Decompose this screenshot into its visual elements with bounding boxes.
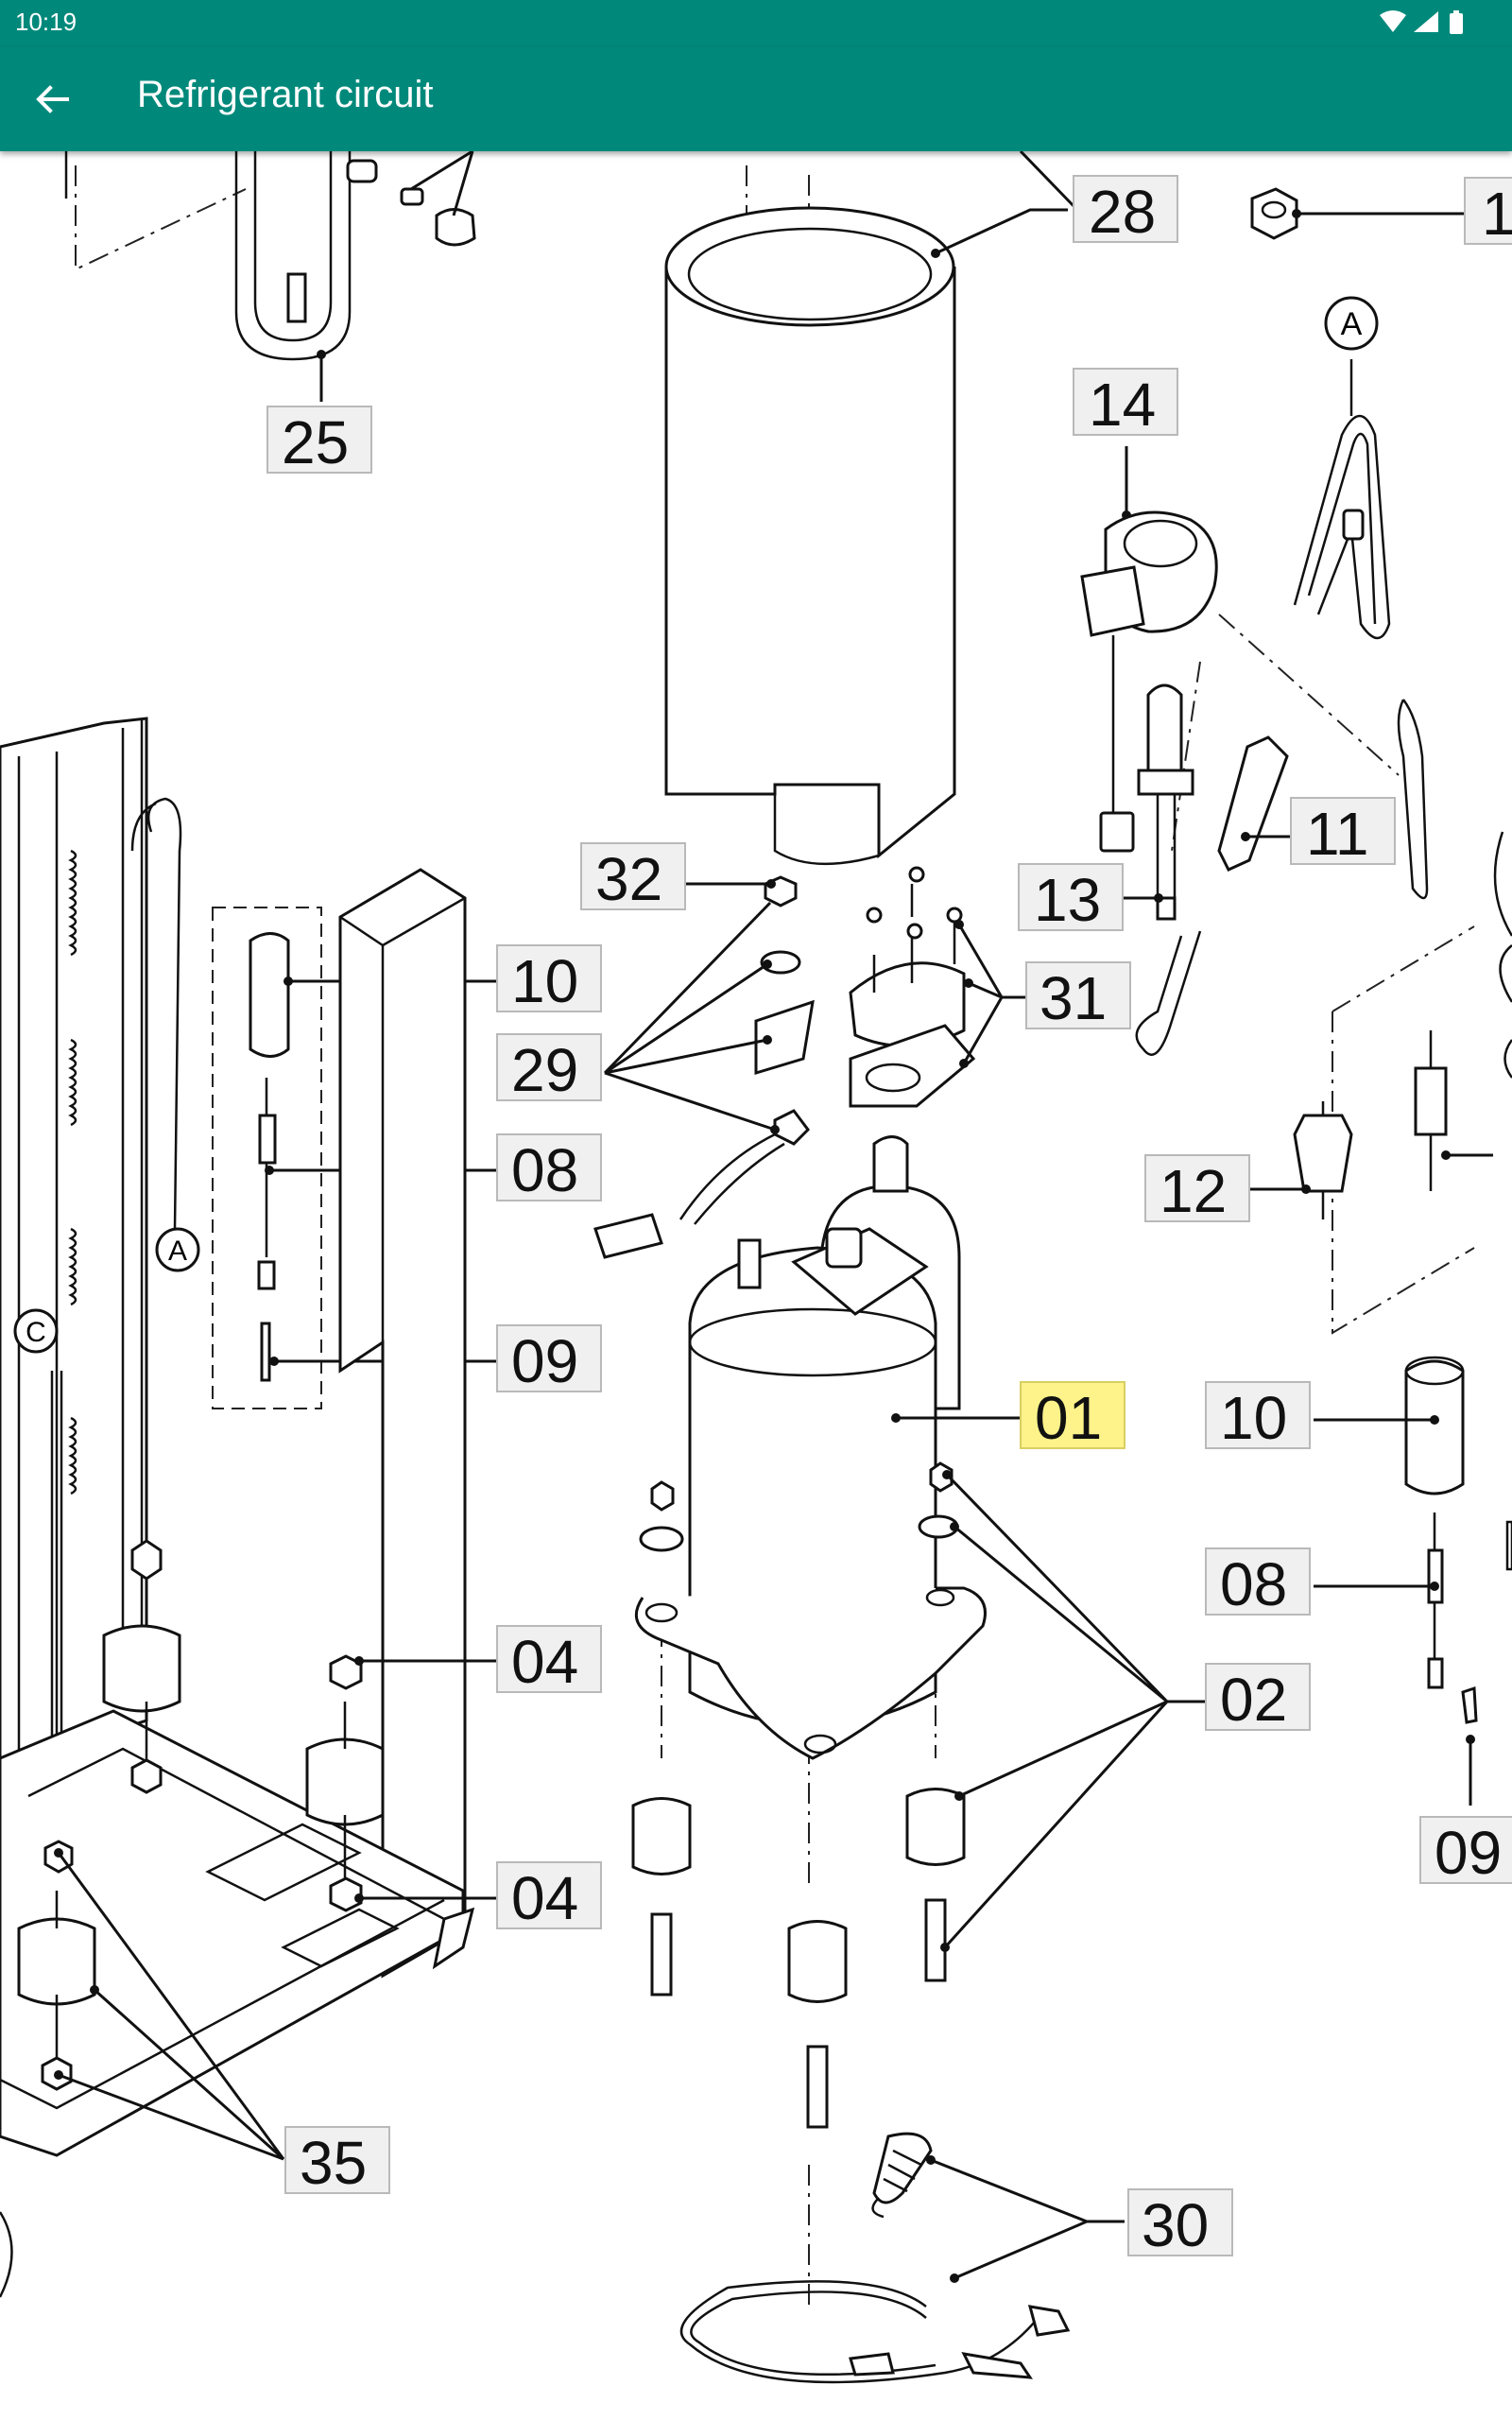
- circle-marker-a-top: A: [1324, 296, 1379, 351]
- svg-text:31: 31: [1040, 964, 1107, 1032]
- svg-text:10: 10: [1220, 1384, 1287, 1452]
- sound-jacket-cylinder: [664, 151, 1079, 866]
- svg-text:29: 29: [511, 1036, 578, 1104]
- svg-text:02: 02: [1220, 1666, 1287, 1734]
- circle-marker-a-left: A: [155, 1227, 200, 1272]
- status-icons: [1380, 10, 1463, 34]
- svg-text:28: 28: [1089, 178, 1156, 246]
- page-title: Refrigerant circuit: [137, 74, 434, 115]
- svg-text:01: 01: [1035, 1384, 1102, 1452]
- svg-text:09: 09: [511, 1327, 578, 1395]
- exploded-view-drawing: A A C 1 25 28 14 11 13 31 32 10: [0, 151, 1512, 2384]
- heat-exchanger: [0, 717, 182, 1796]
- svg-text:14: 14: [1089, 371, 1156, 439]
- part-label-32[interactable]: 32: [580, 842, 686, 913]
- arrow-back-icon: [36, 85, 69, 113]
- svg-text:12: 12: [1160, 1157, 1227, 1225]
- part-label-04-upper[interactable]: 04: [496, 1625, 602, 1696]
- part-label-12[interactable]: 12: [1144, 1154, 1250, 1225]
- part-label-10-left[interactable]: 10: [496, 944, 602, 1015]
- svg-text:32: 32: [595, 845, 662, 913]
- part-label-02[interactable]: 02: [1205, 1663, 1311, 1734]
- thermistor-group-right: [1314, 1356, 1512, 1806]
- partition-board: [338, 868, 467, 1979]
- strainer: [1217, 699, 1512, 937]
- circle-marker-c: C: [13, 1308, 59, 1354]
- edge-details: [0, 944, 1512, 2298]
- part-label-04-lower[interactable]: 04: [496, 1861, 602, 1932]
- part-label-08-left[interactable]: 08: [496, 1133, 602, 1204]
- app-bar: Refrigerant circuit: [0, 47, 1512, 151]
- compressor-mounts: [631, 1461, 1205, 2129]
- part-label-25[interactable]: 25: [266, 406, 372, 476]
- part-label-14[interactable]: 14: [1073, 368, 1178, 439]
- part-label-31[interactable]: 31: [1025, 961, 1131, 1032]
- heater-cable: [679, 2132, 1125, 2384]
- pipe-loop-a: [1293, 359, 1391, 640]
- filter-drier: [1247, 1030, 1493, 1219]
- svg-text:C: C: [26, 1317, 46, 1348]
- terminal-parts: [593, 866, 1030, 1259]
- svg-text:13: 13: [1034, 866, 1101, 934]
- part-label-09-right[interactable]: 09: [1419, 1816, 1512, 1887]
- service-valve-pipe: [64, 151, 476, 402]
- wifi-icon: [1380, 10, 1406, 32]
- part-label-08-right[interactable]: 08: [1205, 1547, 1311, 1618]
- svg-text:08: 08: [1220, 1550, 1287, 1618]
- svg-text:04: 04: [511, 1864, 578, 1932]
- part-label-13[interactable]: 13: [1018, 863, 1124, 934]
- part-label-1[interactable]: 1: [1464, 177, 1512, 248]
- status-bar: 10:19: [0, 0, 1512, 47]
- part-label-29[interactable]: 29: [496, 1033, 602, 1104]
- parts-diagram[interactable]: A A C 1 25 28 14 11 13 31 32 10: [0, 151, 1512, 2420]
- svg-text:A: A: [1341, 306, 1363, 342]
- valve-body: [1040, 683, 1202, 1056]
- compressor: [634, 1135, 1021, 1760]
- valve-coil: [1080, 446, 1218, 853]
- svg-text:25: 25: [282, 408, 349, 476]
- left-mounts: [17, 1539, 501, 2161]
- part-label-28[interactable]: 28: [1073, 175, 1178, 246]
- part-label-30[interactable]: 30: [1127, 2188, 1233, 2259]
- status-time: 10:19: [15, 8, 77, 36]
- part-label-01-selected[interactable]: 01: [1020, 1381, 1125, 1452]
- part-label-10-right[interactable]: 10: [1205, 1381, 1311, 1452]
- part-label-11[interactable]: 11: [1290, 797, 1396, 868]
- nut-part: [1250, 187, 1465, 240]
- svg-text:30: 30: [1142, 2191, 1209, 2259]
- back-button[interactable]: [19, 66, 85, 132]
- svg-text:A: A: [168, 1236, 187, 1267]
- part-label-35[interactable]: 35: [284, 2126, 390, 2197]
- svg-text:04: 04: [511, 1628, 578, 1696]
- cell-signal-icon: [1414, 11, 1438, 32]
- part-label-09-left[interactable]: 09: [496, 1324, 602, 1395]
- svg-text:08: 08: [511, 1136, 578, 1204]
- svg-text:1: 1: [1482, 180, 1512, 248]
- svg-text:10: 10: [511, 947, 578, 1015]
- svg-text:09: 09: [1435, 1819, 1502, 1887]
- svg-text:11: 11: [1306, 800, 1368, 868]
- battery-icon: [1450, 13, 1463, 34]
- svg-text:35: 35: [300, 2129, 367, 2197]
- base-pan: [0, 1709, 475, 2157]
